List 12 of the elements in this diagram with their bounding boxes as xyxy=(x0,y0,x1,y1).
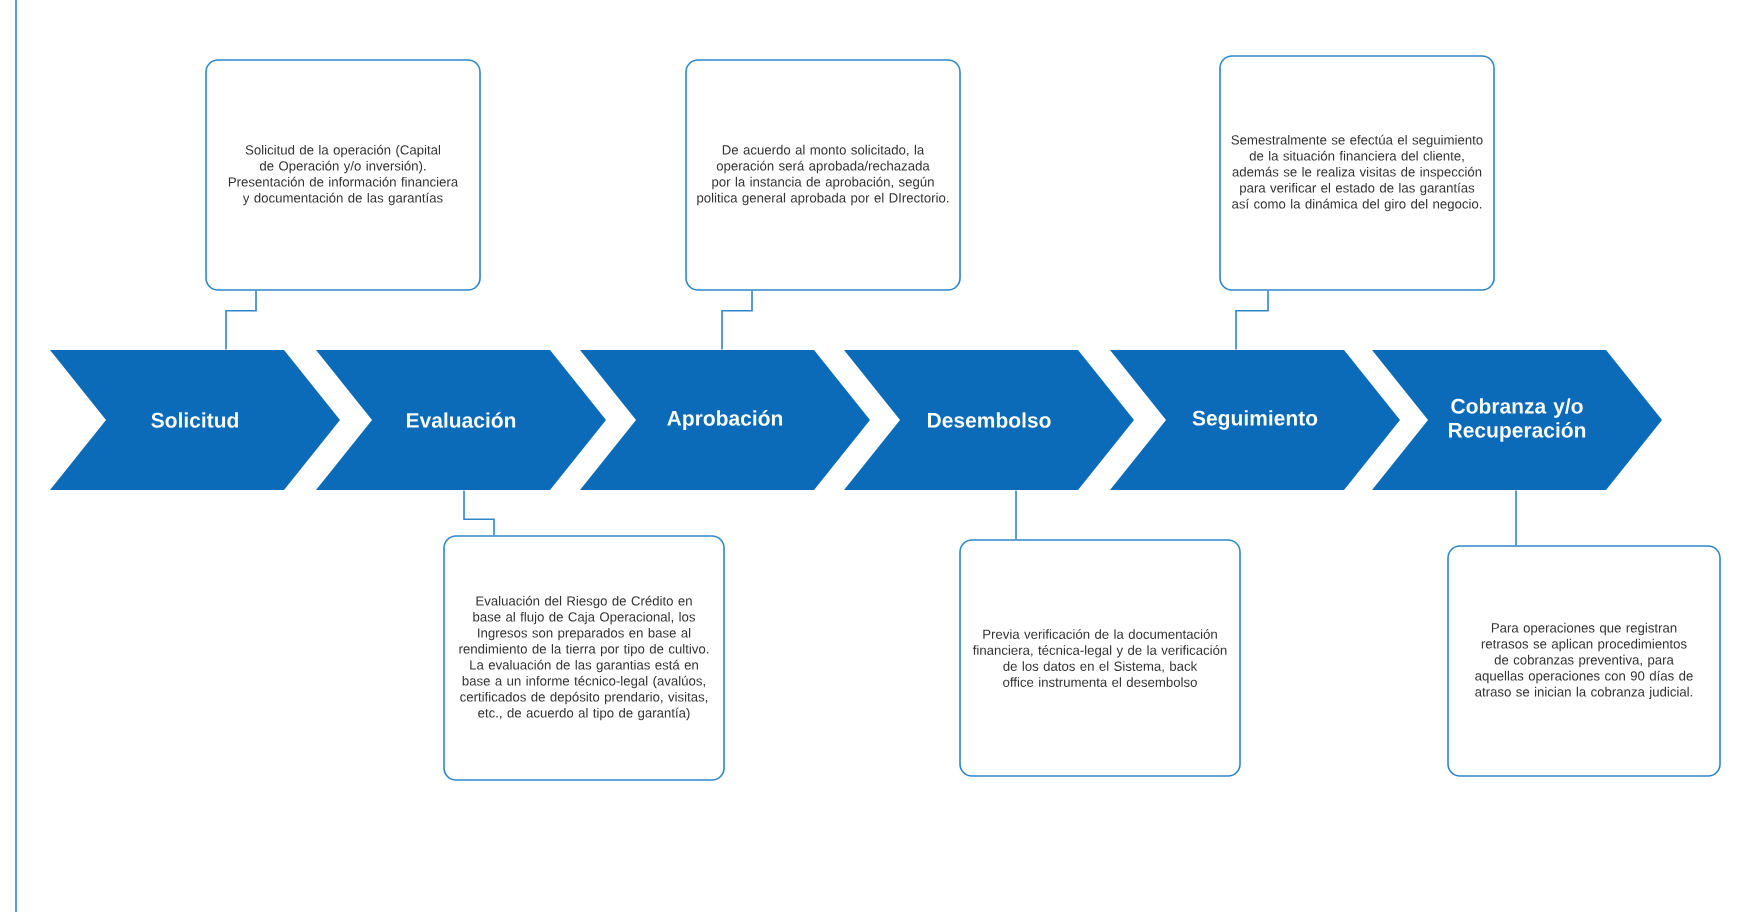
chevron-step: Aprobación xyxy=(580,350,870,490)
connector-line xyxy=(721,290,753,351)
chevron-step: Solicitud xyxy=(50,350,340,490)
connector-line xyxy=(225,290,257,351)
chevron-step: Evaluación xyxy=(316,350,606,490)
connector-line xyxy=(1515,489,1517,546)
chevron-step: Seguimiento xyxy=(1110,350,1400,490)
chevron-step: Cobranza y/o Recuperación xyxy=(1372,350,1662,490)
connector-line xyxy=(1015,489,1017,540)
connector-line xyxy=(463,489,495,536)
chevron-step: Desembolso xyxy=(844,350,1134,490)
connector-line xyxy=(1235,290,1269,351)
